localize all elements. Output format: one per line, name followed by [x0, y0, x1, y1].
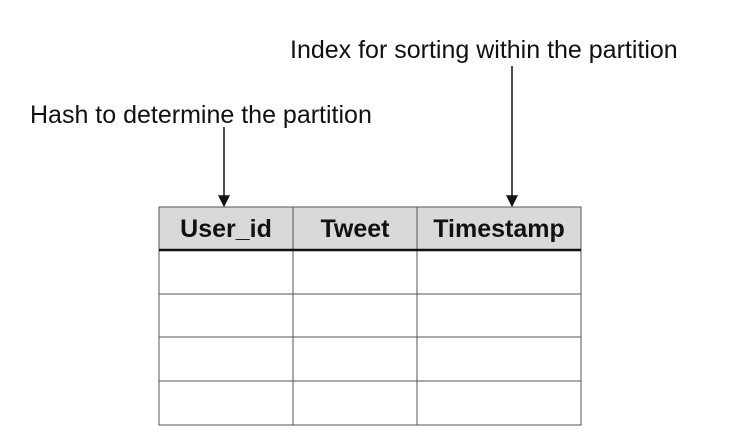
table-border [158, 206, 582, 426]
table-cell [293, 381, 417, 425]
table-cell [159, 294, 293, 337]
partition-table: User_id Tweet Timestamp [158, 206, 582, 426]
table-cell [159, 381, 293, 425]
column-header-timestamp: Timestamp [433, 215, 565, 243]
table-cell [417, 251, 581, 294]
table-row [159, 251, 581, 294]
table-cell [159, 251, 293, 294]
table-header-background [159, 207, 581, 250]
table-row [159, 294, 581, 337]
table-cell [293, 294, 417, 337]
sort-key-annotation: Index for sorting within the partition [290, 36, 678, 64]
partition-key-annotation: Hash to determine the partition [30, 101, 372, 129]
table-cell [417, 294, 581, 337]
table-cell [159, 337, 293, 381]
column-header-tweet: Tweet [321, 215, 391, 243]
column-header-user-id: User_id [180, 215, 272, 243]
table-cell [417, 337, 581, 381]
table-cell [293, 337, 417, 381]
table-row [159, 381, 581, 425]
table-cell [293, 251, 417, 294]
table-cell [417, 381, 581, 425]
table-row [159, 337, 581, 381]
